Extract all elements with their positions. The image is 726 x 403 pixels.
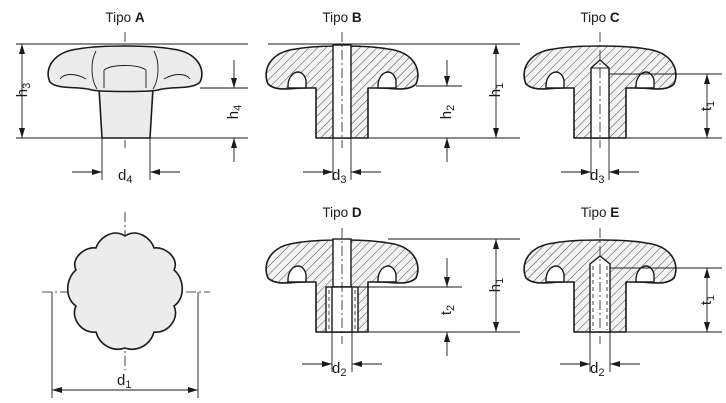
- dim-d2-e: d2: [590, 360, 604, 379]
- dim-d1: d1: [117, 372, 131, 391]
- tipo-a-view: h3 h4 d4: [14, 32, 248, 186]
- title-tipo-e: Tipo E: [581, 205, 620, 220]
- title-tipo-b: Tipo B: [322, 10, 362, 25]
- dim-t1-e: t1: [698, 295, 717, 305]
- top-view: d1: [42, 212, 210, 398]
- dim-d2-d: d2: [332, 360, 346, 379]
- dim-t1-c: t1: [698, 101, 717, 111]
- tipo-d-view: t2 d2: [265, 228, 520, 379]
- tipo-e-view: h1 t1 d2: [388, 228, 722, 379]
- dim-h1-c: h1: [487, 83, 506, 97]
- dim-h3: h3: [14, 83, 33, 97]
- dim-h1-e: h1: [487, 278, 506, 292]
- dim-h4: h4: [225, 105, 244, 119]
- dim-t2: t2: [438, 305, 457, 315]
- dim-d3-b: d3: [332, 167, 346, 186]
- title-tipo-a: Tipo A: [105, 10, 145, 25]
- dim-d4: d4: [118, 167, 132, 186]
- title-tipo-d: Tipo D: [322, 205, 362, 220]
- title-tipo-c: Tipo C: [580, 10, 620, 25]
- dim-d3-c: d3: [590, 167, 604, 186]
- tipo-b-view: h2 d3: [265, 32, 520, 186]
- tipo-c-view: h1 t1 d3: [487, 32, 722, 186]
- dim-h2: h2: [438, 105, 457, 119]
